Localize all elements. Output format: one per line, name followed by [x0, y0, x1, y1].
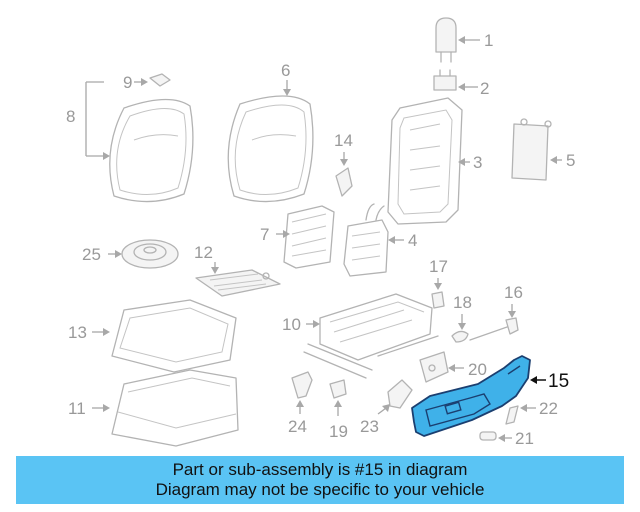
callout-label-5: 5	[566, 151, 575, 170]
callout-16: 16	[504, 283, 523, 318]
part-11-cushion-pad	[111, 369, 239, 447]
callout-label-17: 17	[429, 257, 448, 276]
banner-line-1: Part or sub-assembly is #15 in diagram	[172, 460, 468, 479]
part-4-lumbar-support	[343, 203, 389, 277]
callout-23: 23	[360, 404, 390, 436]
callout-label-13: 13	[68, 323, 87, 342]
callout-label-1: 1	[484, 31, 493, 50]
part-18-knob	[451, 330, 469, 343]
part-15-side-shield	[411, 355, 531, 437]
callout-1: 1	[458, 31, 493, 50]
part-25-speaker	[121, 239, 179, 269]
callout-3: 3	[458, 153, 482, 172]
callout-label-7: 7	[260, 225, 269, 244]
banner-line-2: Diagram may not be specific to your vehi…	[155, 480, 485, 499]
part-3-seat-back-frame	[387, 97, 463, 225]
callout-8: 8	[66, 81, 110, 160]
callout-label-6: 6	[281, 61, 290, 80]
part-20-switch	[419, 351, 449, 383]
callout-17: 17	[429, 257, 448, 290]
callout-7: 7	[260, 225, 290, 244]
info-banner: Part or sub-assembly is #15 in diagram D…	[16, 456, 624, 504]
callout-label-4: 4	[408, 231, 417, 250]
part-9-guide-cap	[149, 73, 171, 87]
callout-label-25: 25	[82, 245, 101, 264]
part-5-back-panel	[511, 118, 552, 181]
part-23-motor	[387, 379, 413, 409]
callout-label-16: 16	[504, 283, 523, 302]
callout-22: 22	[520, 399, 558, 418]
callout-13: 13	[68, 323, 110, 342]
callout-label-19: 19	[329, 422, 348, 441]
callout-5: 5	[550, 151, 575, 170]
callout-12: 12	[194, 243, 219, 274]
part-16-lever	[469, 317, 519, 341]
callout-4: 4	[388, 231, 417, 250]
callout-label-2: 2	[480, 79, 489, 98]
part-7-seat-back-pad	[283, 205, 335, 269]
callout-20: 20	[448, 360, 487, 379]
callout-label-14: 14	[334, 131, 353, 150]
callout-6: 6	[281, 61, 291, 96]
callout-label-22: 22	[539, 399, 558, 418]
callout-label-23: 23	[360, 417, 379, 436]
part-19-cap	[329, 379, 347, 399]
callout-15: 15	[530, 371, 569, 392]
callout-label-10: 10	[282, 315, 301, 334]
part-2-headrest-guide	[433, 69, 457, 91]
part-8-seat-back-assembly	[109, 98, 194, 203]
part-13-cushion-cover	[111, 299, 237, 373]
part-10-seat-adjuster	[303, 293, 439, 379]
callout-label-24: 24	[288, 417, 307, 436]
callout-25: 25	[82, 245, 122, 264]
part-14-recliner-bracket	[335, 167, 353, 197]
callout-14: 14	[334, 131, 353, 166]
callout-label-3: 3	[473, 153, 482, 172]
callout-2: 2	[458, 79, 489, 98]
seat-parts-diagram: 1 2 3 4 5	[66, 17, 575, 448]
callout-18: 18	[453, 293, 472, 330]
callout-19: 19	[329, 400, 348, 441]
callout-10: 10	[282, 315, 320, 334]
callout-9: 9	[123, 73, 148, 92]
part-24-trim	[291, 371, 313, 399]
callout-label-21: 21	[515, 429, 534, 448]
callout-label-15: 15	[548, 371, 569, 392]
part-17-clip	[431, 291, 445, 309]
part-22-handle	[505, 405, 519, 425]
callout-24: 24	[288, 400, 307, 436]
callout-label-9: 9	[123, 73, 132, 92]
callout-label-11: 11	[68, 399, 86, 418]
callout-label-12: 12	[194, 243, 213, 262]
callout-label-20: 20	[468, 360, 487, 379]
callout-label-8: 8	[66, 107, 75, 126]
part-1-headrest	[435, 17, 457, 63]
part-21-small-knob	[479, 431, 497, 441]
part-6-seat-back-cover	[227, 95, 314, 203]
part-12-heater-element	[195, 269, 281, 297]
callout-21: 21	[498, 429, 534, 448]
callout-label-18: 18	[453, 293, 472, 312]
callout-11: 11	[68, 399, 110, 418]
